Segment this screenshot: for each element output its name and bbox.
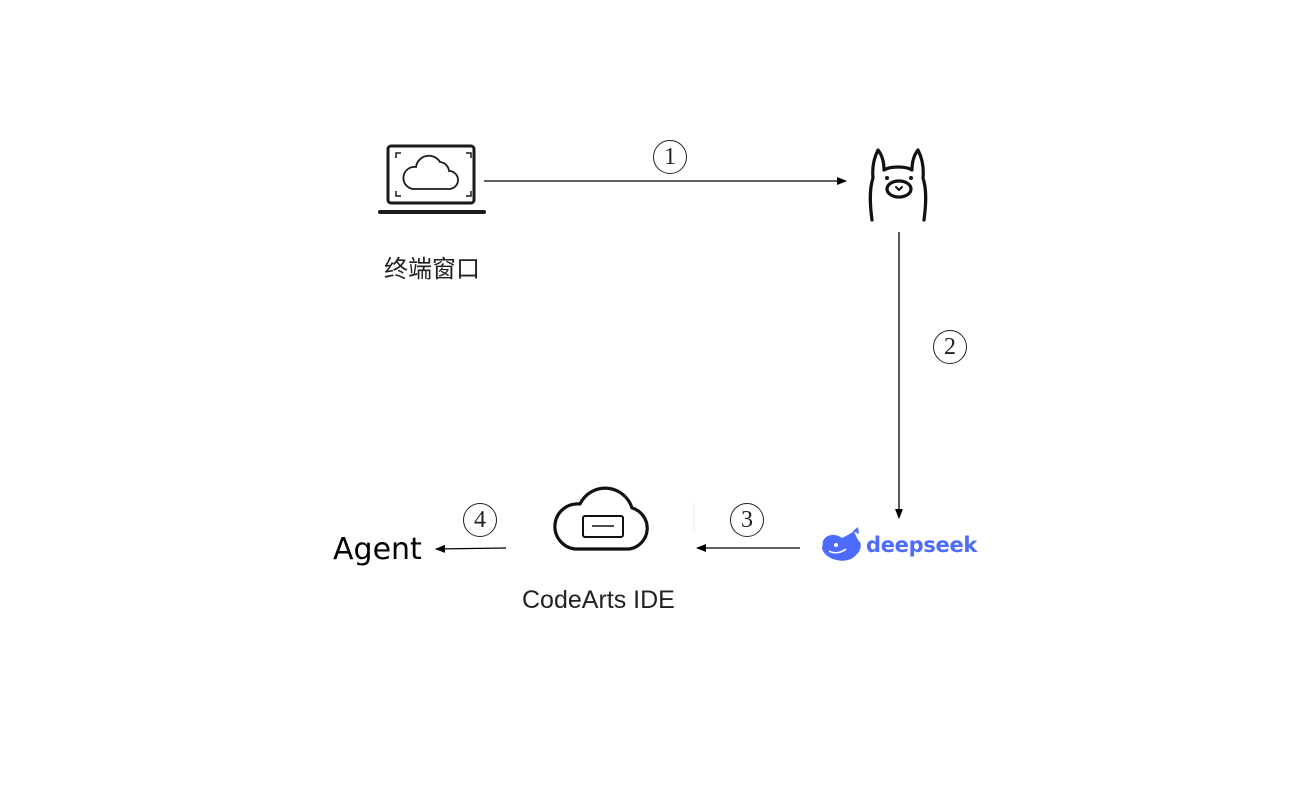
- arrow-4: [435, 544, 507, 553]
- llama-icon: [868, 148, 928, 222]
- ide-label: CodeArts IDE: [522, 586, 675, 614]
- laptop-cloud-icon: [378, 144, 486, 214]
- step-3-marker: 3: [730, 503, 764, 537]
- step-4-marker: 4: [463, 503, 497, 537]
- deepseek-whale-icon: [822, 527, 861, 561]
- terminal-label: 终端窗口: [384, 255, 480, 283]
- step-2-marker: 2: [933, 330, 967, 364]
- step-1-marker: 1: [653, 140, 687, 174]
- cloud-ide-icon: [553, 486, 649, 551]
- agent-label: Agent: [333, 532, 422, 567]
- deepseek-wordmark: deepseek: [866, 533, 978, 557]
